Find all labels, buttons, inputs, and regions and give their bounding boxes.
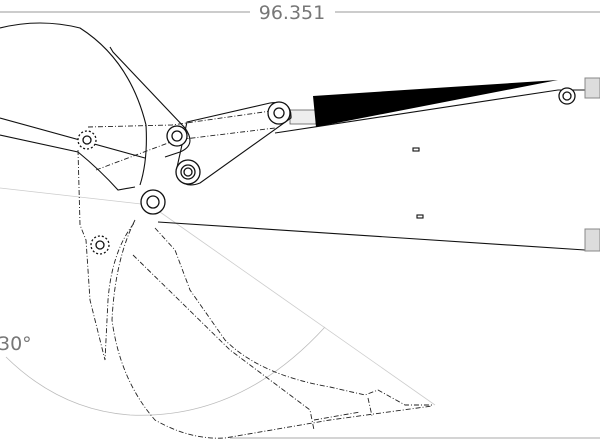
pin-lever[interactable] [166,125,188,147]
bucket-side-outline [77,149,136,361]
cylinder-body [313,80,558,127]
pin-cylinder-base[interactable] [558,87,576,105]
arm-slot [412,147,420,152]
stick-edge [0,117,146,191]
pins[interactable] [77,87,576,255]
arm-top-edge [274,89,585,134]
angle-arc [5,326,326,416]
angle-extension-line [149,204,436,406]
pin-hidden-upper[interactable] [77,130,97,150]
bucket[interactable] [77,149,600,439]
cylinder-rod [289,109,317,125]
arm-mount-block-top [584,77,600,99]
bucket-back-outline [154,227,432,406]
pin-cylinder-rod[interactable] [267,101,291,125]
pin-arm-bucket[interactable] [140,189,166,215]
bucket-lever [109,46,191,158]
arm-mount-block-bottom [584,228,600,252]
bucket-tooth [313,397,373,421]
hydraulic-cylinder[interactable] [289,80,558,127]
bucket-inner-edge [132,254,315,431]
bucket-guard-arc [0,22,147,186]
angle-dimension[interactable]: 30° [0,187,436,416]
dimension-length-text[interactable]: 96.351 [259,2,325,24]
pin-link[interactable] [175,159,201,185]
dimension-angle-text[interactable]: 30° [0,333,32,355]
arm-bottom-edge [157,221,586,251]
linkage[interactable] [0,22,292,191]
bucket-bottom-outline [111,219,433,439]
angle-extension-line [0,187,151,206]
arm[interactable] [157,77,600,252]
pin-hidden-lower[interactable] [90,235,110,255]
hidden-link-lines [87,109,279,171]
linear-dimension[interactable]: 96.351 [0,2,600,24]
arm-slot [416,214,424,219]
